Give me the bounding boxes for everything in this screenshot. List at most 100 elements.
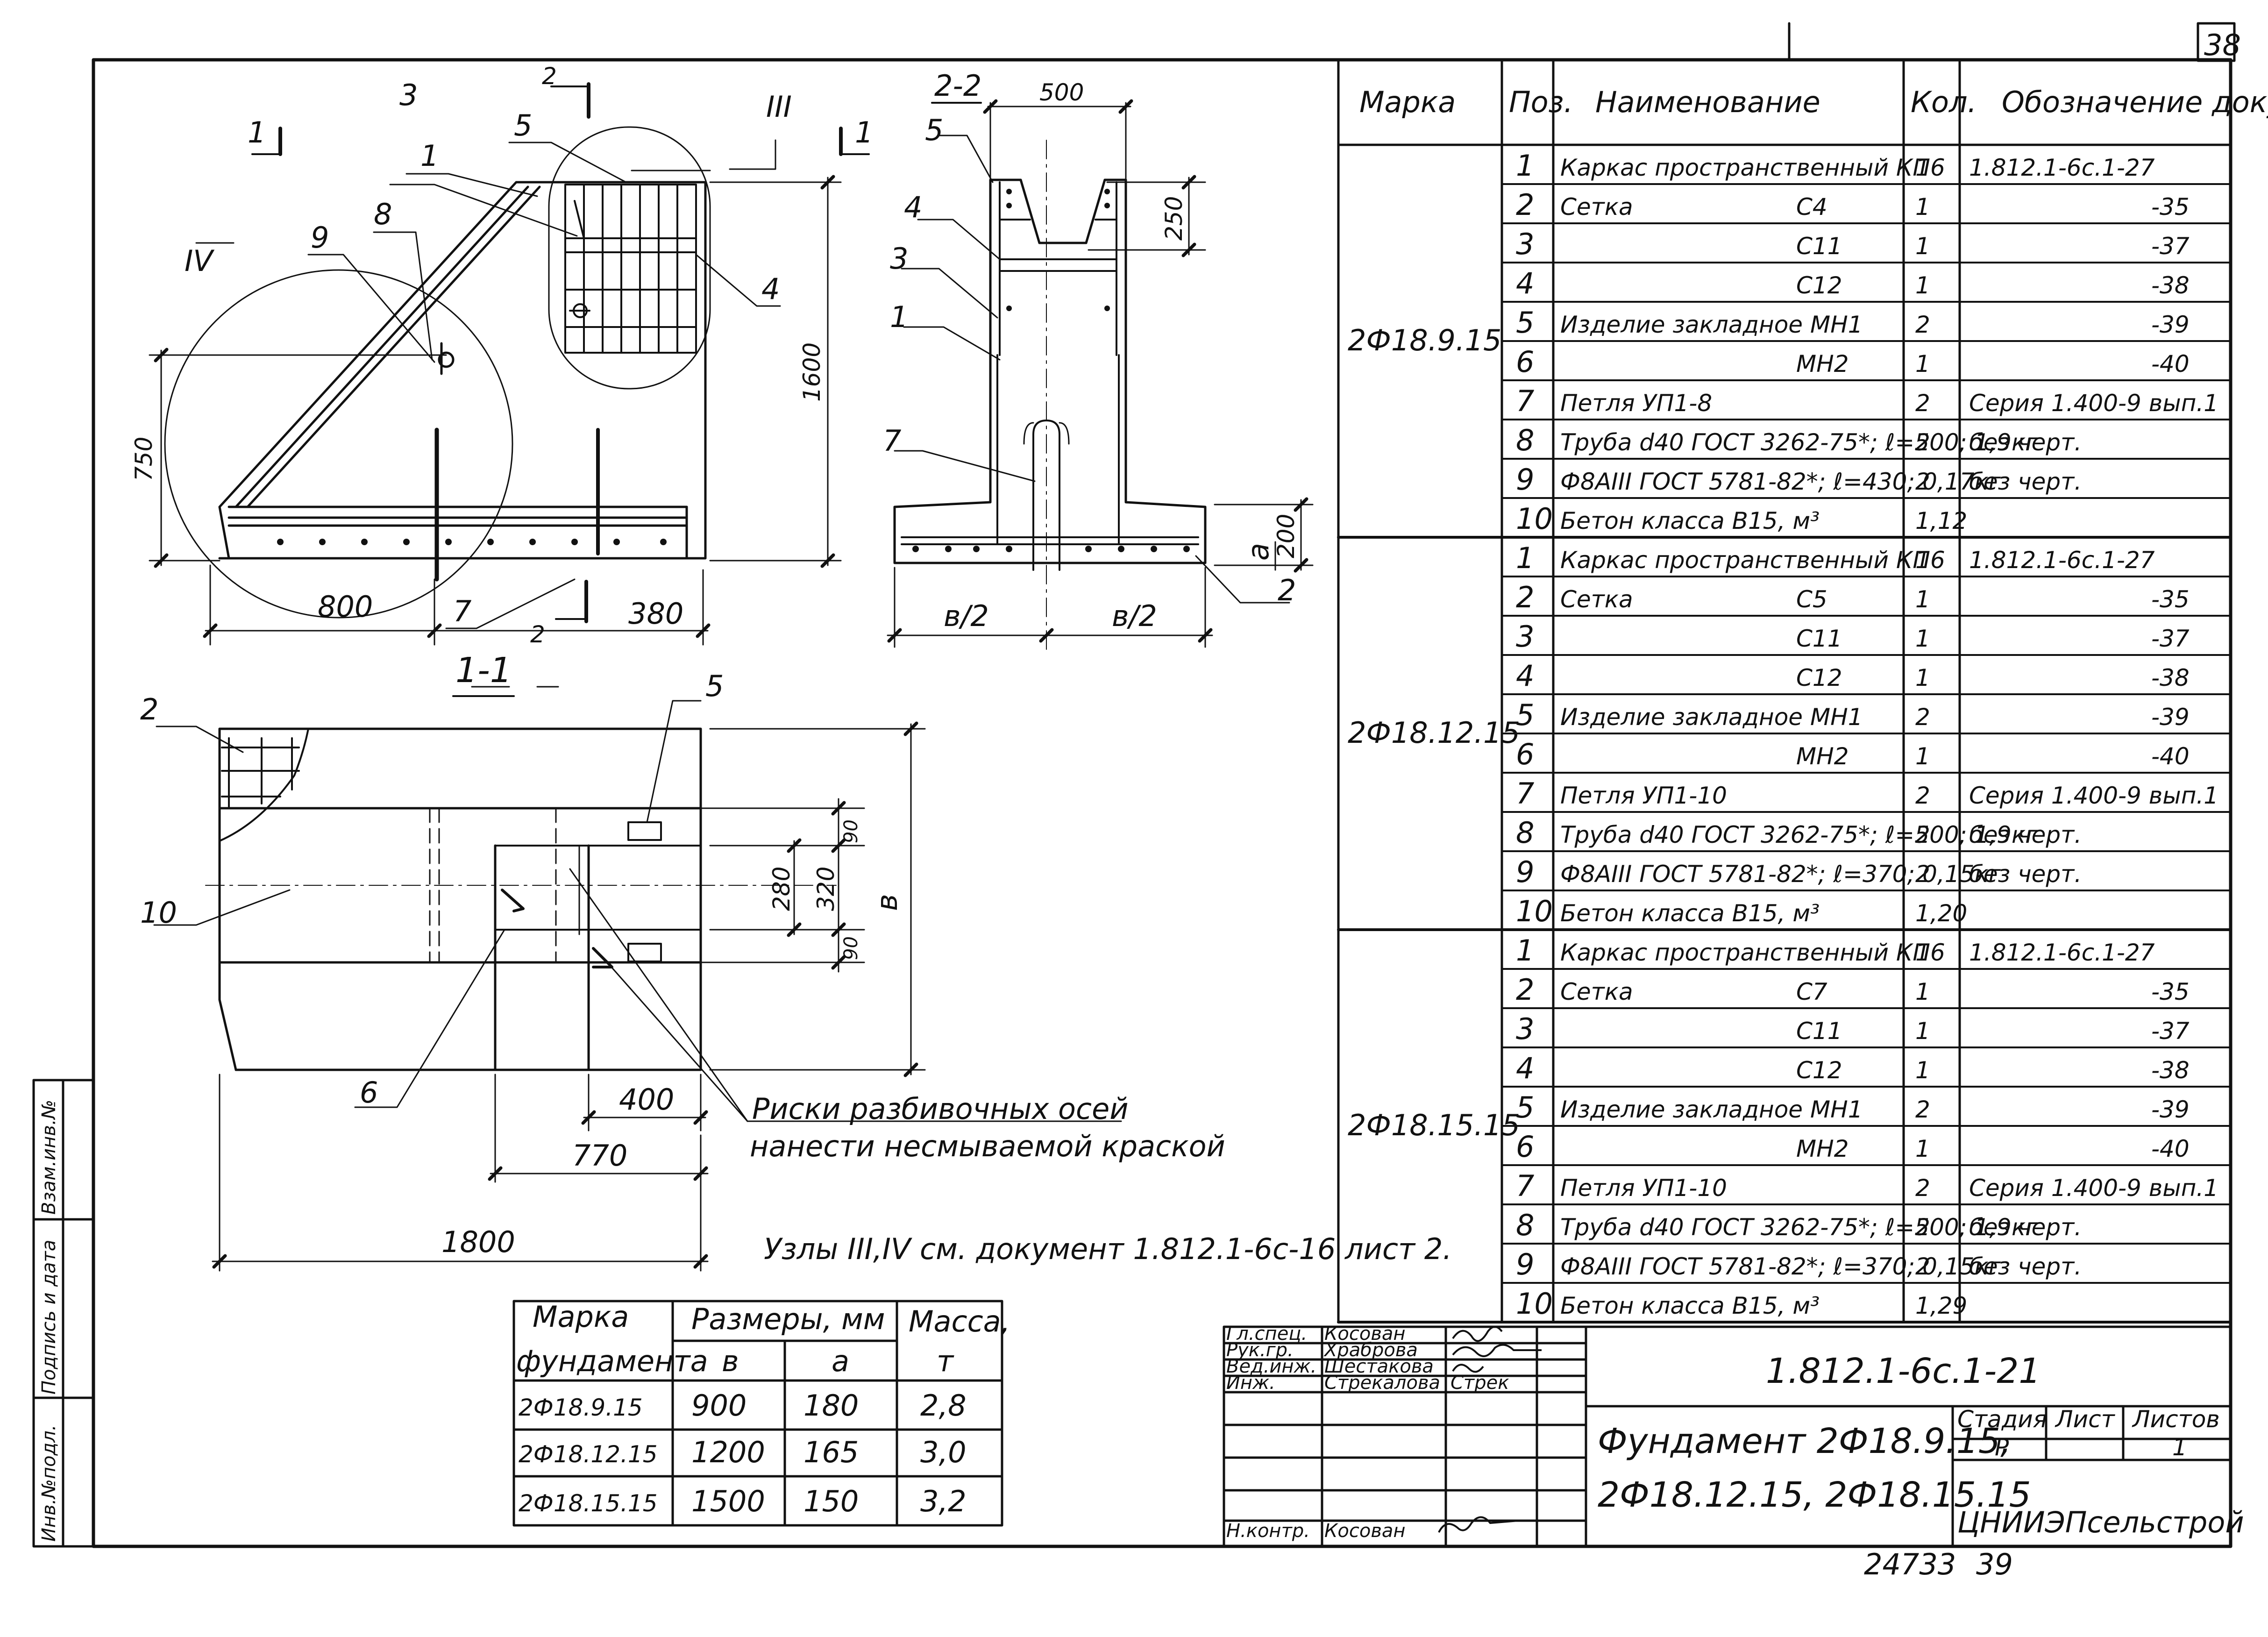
spec-row-doc: -39 [2151,311,2190,338]
spec-row-name: Труба d40 ГОСТ 3262-75*; ℓ=500; 1,9кг [1560,1214,2038,1241]
spec-row-name: Труба d40 ГОСТ 3262-75*; ℓ=500; 1,9кг [1560,821,2038,848]
spec-row-pos: 8 [1516,816,1534,850]
spec-row-pos: 1 [1516,149,1534,183]
s22-pos-3: 3 [890,242,908,276]
spec-row-qty: 1 [1915,350,1930,377]
size-head-a: a [832,1344,849,1378]
side-stamp-inv: Инв.№подл. [38,1424,60,1542]
spec-row-name: Бетон класса В15, м³ [1560,1292,1820,1319]
spec-row-doc: без черт. [1969,468,2082,495]
tb-signer-sign: Стрек [1450,1372,1509,1394]
spec-row-pos: 5 [1516,306,1534,340]
dim-90-bottom: 90 [840,936,862,960]
spec-row-qty: 1,12 [1915,507,1967,534]
spec-row-qty: 2 [1915,311,1930,338]
nodes-note: Узлы III,IV см. документ 1.812.1-6с-16 л… [764,1232,1452,1266]
spec-row-pos: 6 [1516,737,1534,771]
spec-row-subname: С12 [1796,664,1842,691]
spec-row-pos: 7 [1516,1169,1534,1203]
size-row-a: 180 [803,1388,859,1423]
size-head-sizes: Размеры, мм [691,1302,885,1336]
spec-row-qty: 2 [1915,1174,1930,1202]
tb-org: ЦНИИЭПсельстрой [1957,1505,2244,1539]
spec-row-qty: 2 [1915,1096,1930,1123]
tb-signer-role: Гл.спец. [1226,1323,1307,1345]
dim-1600: 1600 [798,342,825,402]
spec-header-1: Поз. [1509,85,1573,119]
section-1-1-title: 1-1 [455,650,512,690]
dim-a: a [1241,543,1275,561]
sheet-number: 38 [2204,28,2241,62]
spec-row-pos: 6 [1516,345,1534,379]
side-stamp-replace: Взам.инв.№ [38,1100,60,1215]
tb-signer-name: Стрекалова [1324,1372,1440,1394]
spec-row-pos: 1 [1516,541,1534,575]
spec-row-doc: -38 [2151,272,2190,299]
dim-200: 200 [1273,514,1300,558]
spec-row-pos: 3 [1516,1012,1534,1046]
spec-row-pos: 9 [1516,855,1534,889]
cut-1-left: 1 [248,115,266,149]
spec-row-subname: С7 [1796,978,1827,1005]
dim-770: 770 [572,1139,627,1173]
plan-pos-5: 5 [705,669,724,703]
spec-row-doc: 1.812.1-6с.1-27 [1969,547,2155,574]
plan-view [153,700,1122,1272]
pos-1-label: 1 [420,139,439,173]
spec-row-doc: -37 [2151,625,2190,652]
tb-sheets-value: 1 [2172,1434,2187,1461]
spec-row-pos: 5 [1516,1090,1534,1125]
pos-8-label: 8 [374,197,392,231]
spec-row-qty: 1 [1915,193,1930,221]
spec-row-qty: 1,29 [1915,1292,1967,1319]
spec-row-name: Ф8АIII ГОСТ 5781-82*; ℓ=370; 0,15кг [1560,861,2001,888]
dim-90-top: 90 [840,819,862,843]
spec-row-name: Изделие закладное МН1 [1560,704,1863,731]
spec-row-qty: 2 [1915,468,1930,495]
spec-row-name: Сетка [1560,978,1633,1005]
spec-header-4: Обозначение документа [2002,85,2268,119]
spec-row-qty: 1 [1915,1057,1930,1084]
spec-row-qty: 1 [1915,154,1930,181]
spec-row-name: Изделие закладное МН1 [1560,1096,1863,1123]
spec-row-name: Ф8АIII ГОСТ 5781-82*; ℓ=430; 0,17кг [1560,468,2001,495]
spec-group-mark: 2Ф18.9.15 [1348,323,1501,357]
plan-pos-6: 6 [360,1075,378,1110]
size-head-mark-1: Марка [533,1300,629,1334]
spec-row-pos: 5 [1516,698,1534,732]
size-head-b: в [722,1344,739,1378]
spec-row-qty: 1 [1915,1135,1930,1162]
tb-title-line-2: 2Ф18.12.15, 2Ф18.15.15 [1598,1475,2031,1515]
spec-row-subname: С12 [1796,272,1842,299]
spec-row-pos: 9 [1516,463,1534,497]
spec-row-doc: без черт. [1969,429,2082,456]
spec-row-qty: 1 [1915,1018,1930,1045]
spec-row-doc: -40 [2151,743,2190,770]
tb-sheets-head: Листов [2132,1406,2220,1433]
s22-pos-7: 7 [883,424,901,458]
dim-800: 800 [318,590,373,624]
size-row-mark: 2Ф18.9.15 [519,1394,643,1421]
embedded-plate-top [627,821,662,841]
size-row-a: 150 [803,1484,859,1518]
spec-row-subname: С4 [1796,193,1827,221]
spec-header-3: Кол. [1911,85,1977,119]
s22-pos-2: 2 [1278,573,1296,607]
tb-stage-head: Стадия [1957,1406,2047,1433]
node-IV-circle [164,269,513,619]
spec-row-pos: 2 [1516,188,1534,222]
spec-row-subname: С11 [1796,625,1842,652]
section-2-2 [887,99,1314,655]
tb-signer-role: Вед.инж. [1226,1356,1316,1377]
node-III-outline [548,126,711,390]
spec-row-qty: 1 [1915,625,1930,652]
spec-row-doc: -38 [2151,1057,2190,1084]
spec-row-name: Изделие закладное МН1 [1560,311,1863,338]
archive-page: 39 [1976,1547,2013,1581]
s22-pos-5: 5 [925,113,943,147]
spec-row-doc: Серия 1.400-9 вып.1 [1969,390,2218,417]
tb-doc-code: 1.812.1-6с.1-21 [1766,1351,2040,1391]
spec-row-doc: -38 [2151,664,2190,691]
tb-signer-role: Рук.гр. [1226,1339,1294,1361]
